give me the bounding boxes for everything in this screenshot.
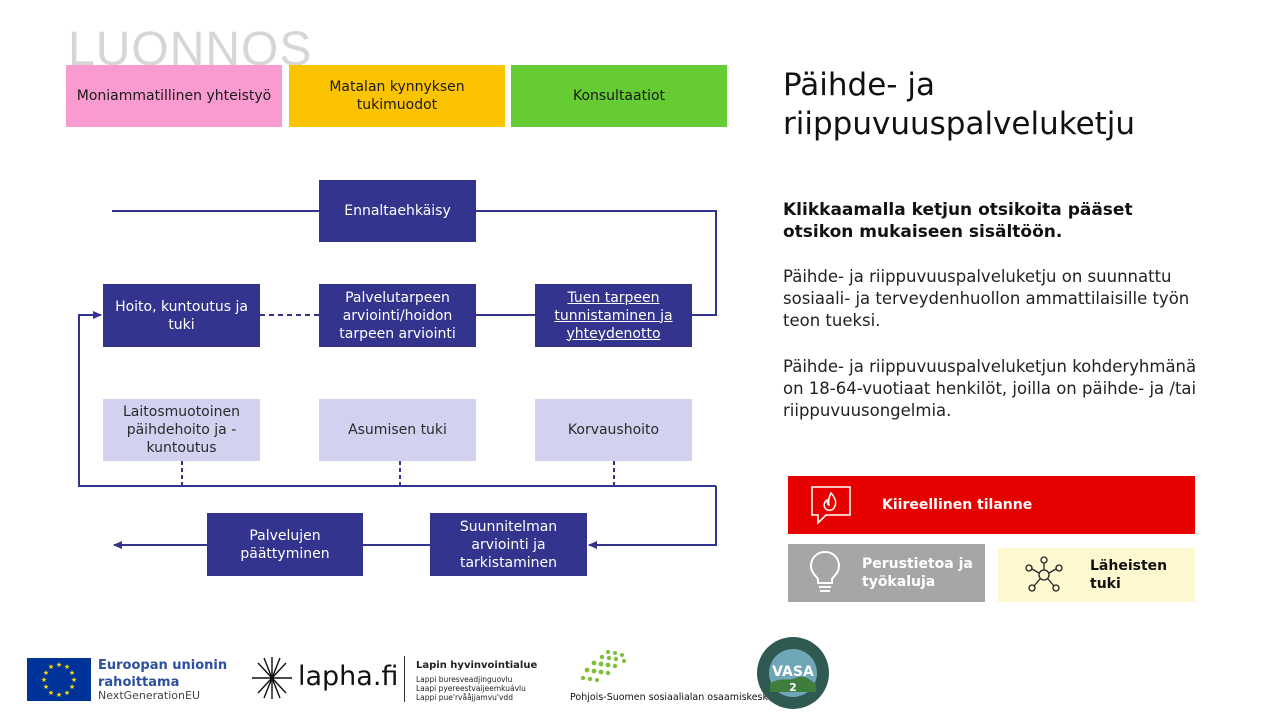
eu-nextgen-text: NextGenerationEU bbox=[98, 689, 200, 702]
basic-info-tools-label: Perustietoa ja työkaluja bbox=[862, 556, 973, 590]
lapha-region-title: Lapin hyvinvointialue bbox=[416, 660, 538, 671]
svg-text:★: ★ bbox=[71, 676, 77, 684]
eu-flag-logo: ★★★ ★★★ ★★★ ★★★ bbox=[27, 658, 91, 701]
category-moniammatillinen[interactable]: Moniammatillinen yhteistyö bbox=[66, 65, 282, 127]
description-paragraph-1: Päihde- ja riippuvuuspalveluketju on suu… bbox=[783, 267, 1190, 330]
flow-korvaushoito[interactable]: Korvaushoito bbox=[535, 399, 692, 461]
description-paragraph-2: Päihde- ja riippuvuuspalveluketjun kohde… bbox=[783, 357, 1197, 420]
arrow-loop-to-hoito bbox=[78, 311, 716, 487]
lightbulb-icon bbox=[809, 550, 841, 592]
svg-text:★: ★ bbox=[64, 663, 70, 671]
svg-text:★: ★ bbox=[48, 663, 54, 671]
flow-palvelutarpeen-arviointi[interactable]: Palvelutarpeen arviointi/hoidon tarpeen … bbox=[319, 284, 476, 347]
family-support-button[interactable]: Läheisten tuki bbox=[998, 548, 1195, 602]
svg-text:★: ★ bbox=[69, 669, 75, 677]
urgent-situation-button[interactable]: Kiireellinen tilanne bbox=[788, 476, 1195, 534]
urgent-situation-label: Kiireellinen tilanne bbox=[882, 497, 1033, 513]
vasa2-badge-logo: VASA 2 bbox=[757, 637, 829, 709]
family-support-label: Läheisten tuki bbox=[1090, 558, 1168, 592]
lapha-sub-2: Laapi pyereestvaijeemkuávlu bbox=[416, 684, 526, 693]
vasa-logo-text: VASA bbox=[772, 664, 814, 680]
lapha-region-subtitles: Lappi buresveadjinguovlu Laapi pyereestv… bbox=[416, 675, 526, 702]
flow-ennaltaehkaisy[interactable]: Ennaltaehkäisy bbox=[319, 180, 476, 242]
lapha-divider bbox=[404, 656, 405, 702]
arrow-loop-to-suunnitelman bbox=[588, 486, 717, 549]
page-title: Päihde- ja riippuvuuspalveluketju bbox=[783, 67, 1136, 142]
category-konsultaatiot[interactable]: Konsultaatiot bbox=[511, 65, 727, 127]
flow-laitosmuotoinen[interactable]: Laitosmuotoinen päihdehoito ja -kuntoutu… bbox=[103, 399, 260, 461]
lapha-sunburst-icon bbox=[252, 657, 292, 699]
pss-logo-text: Pohjois-Suomen sosiaalialan osaamiskesku… bbox=[570, 692, 779, 703]
eu-line-1: Euroopan unionin bbox=[98, 658, 228, 673]
svg-text:★: ★ bbox=[43, 669, 49, 677]
svg-text:★: ★ bbox=[64, 689, 70, 697]
flow-asumisen-tuki[interactable]: Asumisen tuki bbox=[319, 399, 476, 461]
flow-palvelujen-paattyminen[interactable]: Palvelujen päättyminen bbox=[207, 513, 363, 576]
urgent-chat-flame-icon bbox=[811, 486, 851, 525]
eu-funding-text: Euroopan unionin rahoittama bbox=[98, 657, 227, 691]
svg-text:★: ★ bbox=[41, 676, 47, 684]
svg-text:★: ★ bbox=[48, 689, 54, 697]
basic-info-tools-button[interactable]: Perustietoa ja työkaluja bbox=[788, 544, 985, 602]
eu-line-2: rahoittama bbox=[98, 675, 180, 690]
svg-text:★: ★ bbox=[43, 683, 49, 691]
flow-tuen-tarpeen-link[interactable]: Tuen tarpeen tunnistaminen ja yhteydenot… bbox=[535, 284, 692, 347]
line-ennaltaehkaisy-to-tuen-tarpeen bbox=[476, 210, 717, 316]
flow-suunnitelman-arviointi[interactable]: Suunnitelman arviointi ja tarkistaminen bbox=[430, 513, 587, 576]
svg-text:★: ★ bbox=[56, 691, 62, 699]
category-matalan-kynnyksen[interactable]: Matalan kynnyksen tukimuodot bbox=[289, 65, 505, 127]
lapha-logo-text: lapha.fi bbox=[298, 661, 399, 692]
vasa-logo-number: 2 bbox=[789, 681, 797, 694]
eu-stars-icon: ★★★ ★★★ ★★★ ★★★ bbox=[41, 661, 77, 699]
instruction-text: Klikkaamalla ketjun otsikoita pääset ots… bbox=[783, 200, 1133, 242]
svg-text:★: ★ bbox=[56, 661, 62, 669]
svg-text:★: ★ bbox=[69, 683, 75, 691]
flow-connectors bbox=[78, 210, 717, 549]
pss-dots-logo-icon bbox=[580, 650, 626, 682]
lapha-sub-1: Lappi buresveadjinguovlu bbox=[416, 675, 513, 684]
network-people-icon bbox=[1025, 556, 1063, 592]
lapha-sub-3: Lappi pue'rvååjjamvu'vdd bbox=[416, 693, 513, 702]
flow-hoito-kuntoutus[interactable]: Hoito, kuntoutus ja tuki bbox=[103, 284, 260, 347]
